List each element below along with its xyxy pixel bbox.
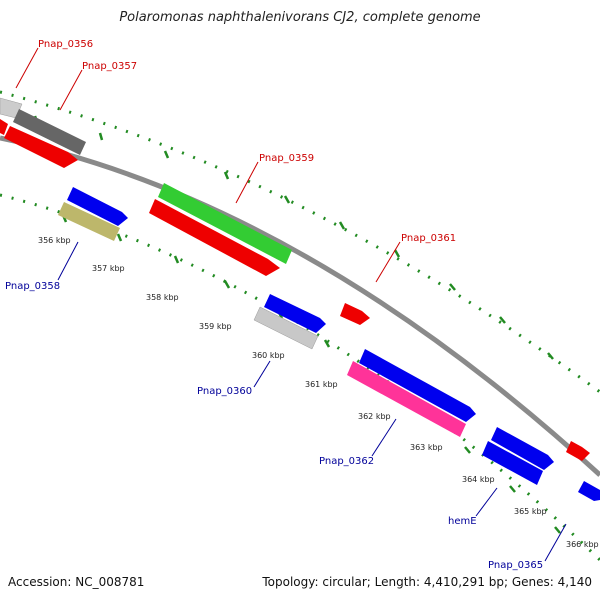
- scale-label: 365 kbp: [514, 507, 547, 516]
- scale-ring-outer: [0, 90, 600, 394]
- scale-label: 363 kbp: [410, 443, 443, 452]
- label-leaders: [15, 47, 567, 562]
- gene-arrow-blue-2[interactable]: [264, 294, 326, 333]
- gene-label-pnap-0356[interactable]: Pnap_0356: [38, 39, 93, 50]
- gene-arrow-hemE[interactable]: [482, 441, 543, 485]
- scale-label: 362 kbp: [358, 412, 391, 421]
- gene-labels: Pnap_0356 Pnap_0357 Pnap_0358 Pnap_0359 …: [5, 39, 543, 571]
- scale-label: 359 kbp: [199, 322, 232, 331]
- gene-arrow-left-red[interactable]: [0, 119, 8, 135]
- scale-label: 366 kbp: [566, 540, 599, 549]
- gene-arrow-pnap-0361[interactable]: [340, 303, 370, 325]
- genome-backbone: [0, 135, 600, 477]
- scale-label: 356 kbp: [38, 236, 71, 245]
- gene-label-pnap-0365[interactable]: Pnap_0365: [488, 560, 543, 571]
- gene-arrow-red-1[interactable]: [4, 126, 78, 168]
- gene-label-pnap-0362[interactable]: Pnap_0362: [319, 456, 374, 467]
- scale-label: 364 kbp: [462, 475, 495, 484]
- gene-arrow-pnap-0362[interactable]: [347, 361, 466, 437]
- scale-labels: 356 kbp 357 kbp 358 kbp 359 kbp 360 kbp …: [38, 236, 599, 549]
- gene-arrow-pnap-0358[interactable]: [58, 202, 120, 241]
- gene-label-pnap-0360[interactable]: Pnap_0360: [197, 386, 252, 397]
- accession-text: Accession: NC_008781: [8, 575, 145, 589]
- gene-arrow-blue-4[interactable]: [491, 427, 554, 470]
- scale-label: 358 kbp: [146, 293, 179, 302]
- gene-arrow-pnap-0365[interactable]: [578, 481, 600, 501]
- gene-arrow-red-2[interactable]: [149, 199, 280, 276]
- scale-ticks: [33, 115, 561, 534]
- scale-label: 360 kbp: [252, 351, 285, 360]
- gene-arrow-pnap-0359[interactable]: [158, 183, 292, 264]
- map-title: Polaromonas naphthalenivorans CJ2, compl…: [119, 10, 481, 25]
- gene-arrow-red-3[interactable]: [566, 441, 590, 461]
- genome-summary-text: Topology: circular; Length: 4,410,291 bp…: [262, 575, 592, 589]
- gene-arrows: [0, 97, 600, 501]
- scale-label: 361 kbp: [305, 380, 338, 389]
- gene-label-pnap-0358[interactable]: Pnap_0358: [5, 281, 60, 292]
- gene-arrow-pnap-0360[interactable]: [253, 306, 319, 350]
- gene-label-hemE[interactable]: hemE: [448, 516, 477, 527]
- scale-ring-inner: [0, 193, 600, 562]
- gene-label-pnap-0361[interactable]: Pnap_0361: [401, 233, 456, 244]
- gene-arrow-pnap-0357[interactable]: [13, 109, 86, 155]
- scale-label: 357 kbp: [92, 264, 125, 273]
- gene-label-pnap-0359[interactable]: Pnap_0359: [259, 153, 314, 164]
- gene-arrow-blue-3[interactable]: [359, 349, 476, 422]
- gene-label-pnap-0357[interactable]: Pnap_0357: [82, 61, 137, 72]
- gene-arrow-blue-1[interactable]: [67, 187, 128, 226]
